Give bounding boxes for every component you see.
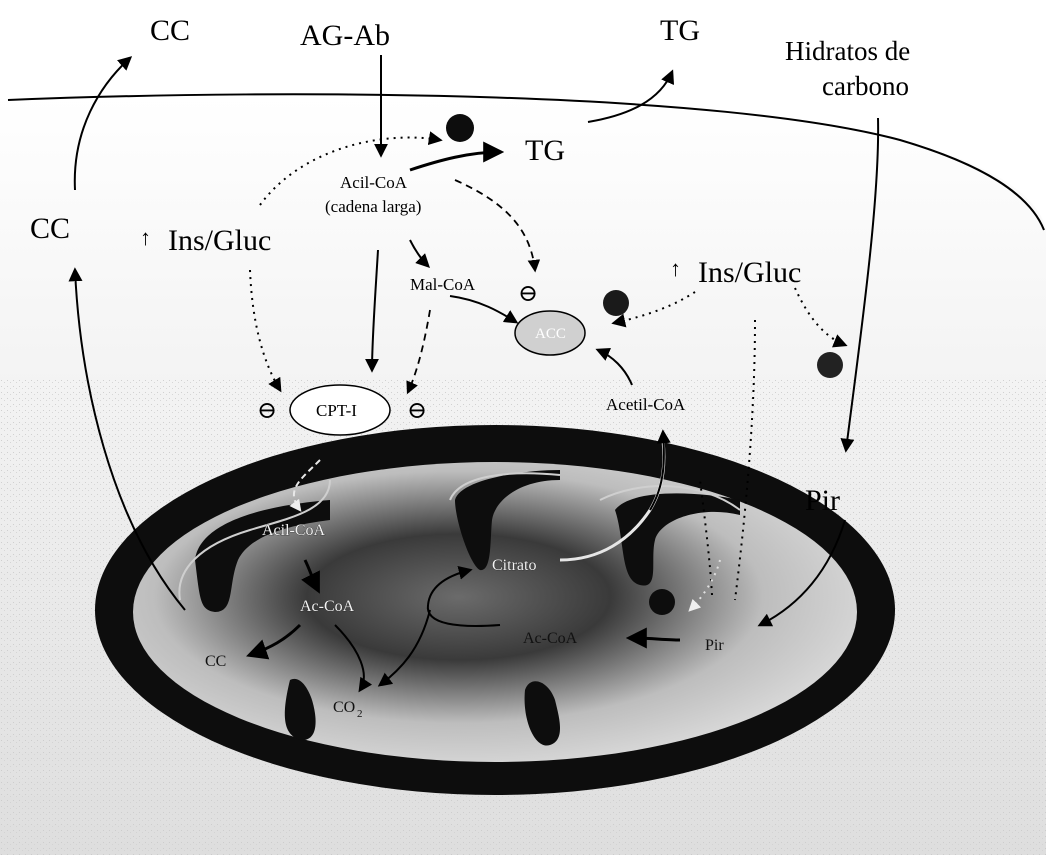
label-cc-inner: CC (205, 653, 226, 670)
minus-acc: ⊖ (518, 281, 538, 307)
minus-cpt-left: ⊖ (257, 398, 277, 424)
label-ac-coa-left: Ac-CoA (300, 598, 355, 615)
label-tg-mid: TG (525, 134, 565, 167)
label-tg-top: TG (660, 14, 700, 47)
label-acetil-coa: Acetil-CoA (606, 395, 686, 414)
label-ins-gluc-left: Ins/Gluc (168, 224, 271, 257)
label-mal-coa: Mal-CoA (410, 275, 476, 294)
label-acil-coa-2: (cadena larga) (325, 197, 421, 216)
label-acc: ACC (535, 326, 566, 342)
label-ins-gluc-right: Ins/Gluc (698, 256, 801, 289)
up-arrow-right: ↑ (670, 256, 681, 281)
up-arrow-left: ↑ (140, 225, 151, 250)
label-cpt1: CPT-I (316, 401, 357, 420)
label-ag-ab: AG-Ab (300, 19, 390, 52)
label-co2-sub: 2 (357, 708, 363, 720)
label-acil-coa-inner: Acil-CoA (262, 522, 326, 539)
inhibitor-dot (603, 290, 629, 316)
inhibitor-dot (649, 589, 675, 615)
label-pir-outer: Pir (805, 484, 840, 517)
label-pir-inner: Pir (705, 637, 724, 654)
minus-cpt-right: ⊖ (407, 398, 427, 424)
inhibitor-dot (446, 114, 474, 142)
label-co2: CO (333, 699, 355, 716)
label-citrato: Citrato (492, 557, 536, 574)
label-cc-left: CC (30, 212, 70, 245)
inhibitor-dot (817, 352, 843, 378)
label-cc-top: CC (150, 14, 190, 47)
label-ac-coa-right: Ac-CoA (523, 630, 578, 647)
label-acil-coa-1: Acil-CoA (340, 173, 408, 192)
label-carbs-1: Hidratos de (785, 36, 910, 66)
label-carbs-2: carbono (822, 71, 909, 101)
